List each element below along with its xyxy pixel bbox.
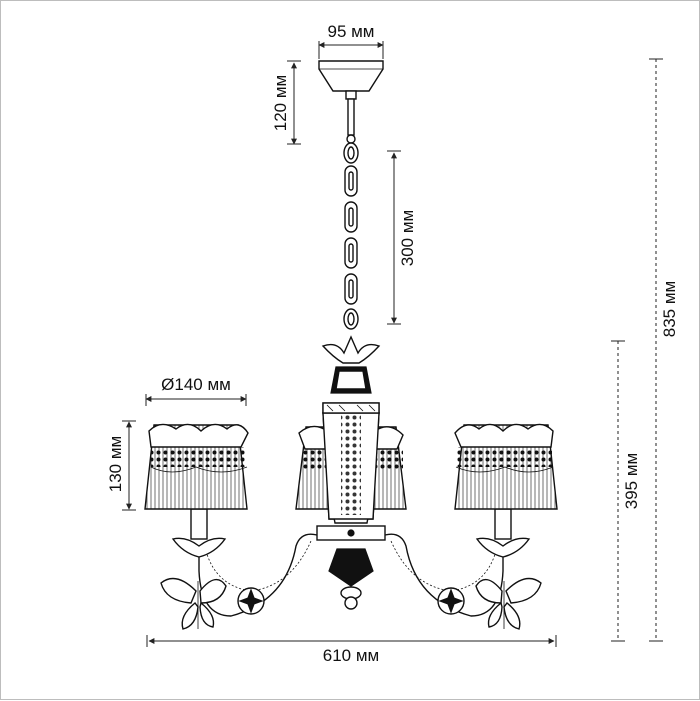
chain: [343, 142, 359, 330]
crown: [321, 335, 381, 364]
right-shade: [454, 423, 558, 510]
right-bobeche: [475, 537, 531, 558]
label-body-height: 395 мм: [622, 453, 641, 509]
label-shade-height: 130 мм: [106, 436, 125, 492]
dim-total-width: 610 мм: [146, 635, 557, 665]
dim-canopy-height: 120 мм: [271, 60, 301, 145]
label-chain-length: 300 мм: [398, 210, 417, 266]
left-shade: [144, 423, 249, 510]
lower-urn: [328, 548, 374, 587]
label-total-height: 835 мм: [660, 281, 679, 337]
label-canopy-height: 120 мм: [271, 75, 290, 131]
right-candle: [494, 508, 512, 540]
bottom-finial: [344, 596, 358, 610]
dim-total-height: 835 мм: [649, 58, 679, 642]
left-butterfly: [160, 577, 227, 630]
dim-shade-height: 130 мм: [106, 420, 136, 511]
canopy-stem: [347, 98, 355, 136]
dim-chain-length: 300 мм: [387, 150, 417, 325]
left-bobeche: [171, 537, 227, 558]
label-total-width: 610 мм: [323, 646, 379, 665]
dim-canopy-width: 95 мм: [318, 22, 384, 59]
left-candle: [190, 508, 208, 540]
dim-body-height: 395 мм: [611, 340, 641, 642]
label-shade-diameter: Ø140 мм: [161, 375, 231, 394]
right-rosette: [437, 587, 465, 615]
chandelier-illustration: [144, 60, 558, 630]
right-butterfly: [475, 577, 542, 630]
dim-shade-diameter: Ø140 мм: [145, 375, 247, 406]
left-rosette: [237, 587, 265, 615]
label-canopy-width: 95 мм: [327, 22, 374, 41]
ceiling-canopy: [318, 60, 384, 92]
